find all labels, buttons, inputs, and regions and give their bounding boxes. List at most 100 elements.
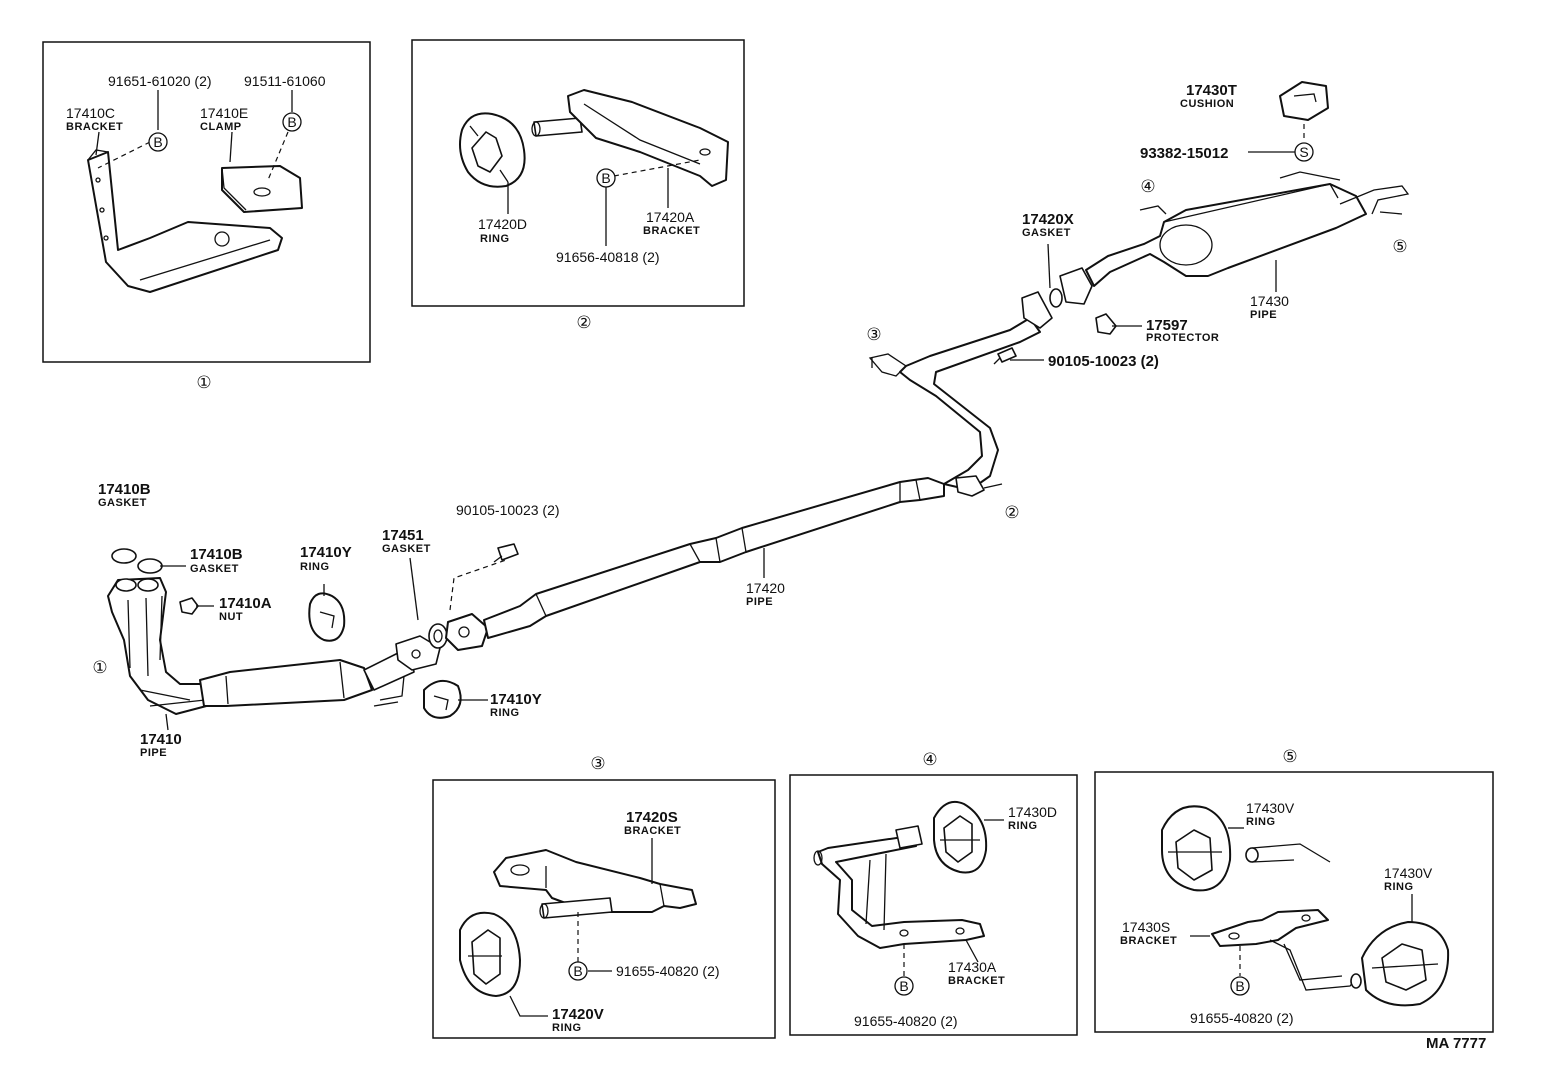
detail-box-2: B 17420D RING 17420A BRACKET 91656-40818…	[411, 39, 745, 307]
cushion-17430t-drawing	[1279, 81, 1329, 121]
detail-3-label: ③	[590, 754, 605, 773]
bolt-symbol-label: B	[1235, 978, 1244, 994]
bolt-symbol	[282, 112, 302, 132]
part-number-17410a: 17410A	[219, 595, 272, 612]
detail-frame	[42, 41, 371, 363]
part-number-17430t: 17430T	[1186, 82, 1237, 99]
part-number-91655-40820: 91655-40820 (2)	[1190, 1010, 1294, 1026]
bracket-17430a-drawing	[817, 835, 985, 949]
part-number-17410b: 17410B	[190, 546, 243, 563]
detail-box-5: B 17430V RING 17430V RING 17430S BRACKET…	[1094, 771, 1494, 1033]
part-name-gasket: GASKET	[382, 543, 431, 555]
detail-5-label: ⑤	[1282, 747, 1297, 766]
part-name-ring: RING	[1246, 816, 1276, 828]
bracket-17420a-drawing	[567, 89, 729, 187]
part-number-17420d: 17420D	[478, 216, 527, 232]
part-number-17430v: 17430V	[1384, 865, 1433, 881]
part-name-ring: RING	[552, 1022, 582, 1034]
detail-4-label: ④	[922, 750, 937, 769]
bracket-17420s-drawing	[493, 849, 697, 913]
nut-17410a-drawing	[179, 597, 199, 615]
detail-box-3: B 17420S BRACKET 91655-40820 (2) 17420V …	[432, 779, 776, 1039]
part-number-90105-10023: 90105-10023 (2)	[1048, 353, 1159, 370]
part-name-ring: RING	[300, 561, 330, 573]
detail-frame	[789, 774, 1078, 1036]
detail-frame	[411, 39, 745, 307]
part-name-bracket: BRACKET	[1120, 935, 1177, 947]
main-assembly: S 17410B GASKET 17410B GASKET 17410A NUT…	[92, 81, 1410, 759]
ring-17410y-drawing	[423, 679, 462, 719]
callout-detail-2: ②	[1004, 503, 1019, 522]
gasket-17410b-drawing	[137, 558, 163, 574]
detail-box-1: B B 91651-61020 (2) 91511-61060 17410C B…	[42, 41, 371, 363]
part-name-bracket: BRACKET	[948, 975, 1005, 987]
bolt-symbol	[894, 976, 914, 996]
part-name-clamp: CLAMP	[200, 121, 242, 133]
ring-17410y-drawing	[308, 592, 346, 642]
bolt-symbol	[148, 132, 168, 152]
detail-frame	[432, 779, 776, 1039]
bolt-symbol-label: B	[601, 170, 610, 186]
callout-detail-3: ③	[866, 325, 881, 344]
part-name-ring: RING	[480, 233, 510, 245]
detail-box-4: B 17430D RING 17430A BRACKET 91655-40820…	[789, 774, 1078, 1036]
callout-detail-4: ④	[1140, 177, 1155, 196]
screw-symbol-label: S	[1299, 144, 1308, 160]
part-name-pipe: PIPE	[746, 596, 773, 608]
bolt-symbol-label: B	[573, 963, 582, 979]
part-number-17430d: 17430D	[1008, 804, 1057, 820]
figure-code: MA 7777	[1426, 1035, 1486, 1052]
detail-1-label: ①	[196, 373, 211, 392]
part-number-91651-61020: 91651-61020 (2)	[108, 73, 212, 89]
part-number-17430a: 17430A	[948, 959, 997, 975]
detail-2-label: ②	[576, 313, 591, 332]
part-name-bracket: BRACKET	[624, 825, 681, 837]
part-name-ring: RING	[1008, 820, 1038, 832]
detail-frame	[1094, 771, 1494, 1033]
bracket-17410c-drawing	[87, 151, 283, 293]
part-number-17430v: 17430V	[1246, 800, 1295, 816]
part-number-17420s: 17420S	[626, 809, 678, 826]
part-number-17410y: 17410Y	[300, 544, 352, 561]
part-name-gasket: GASKET	[1022, 227, 1071, 239]
bolt-symbol	[596, 168, 616, 188]
part-number-17420x: 17420X	[1022, 211, 1074, 228]
part-name-nut: NUT	[219, 611, 243, 623]
part-number-17410y: 17410Y	[490, 691, 542, 708]
gasket-17451-drawing	[428, 623, 448, 649]
part-name-gasket: GASKET	[190, 563, 239, 575]
part-number-17451: 17451	[382, 527, 424, 544]
part-number-91655-40820: 91655-40820 (2)	[854, 1013, 958, 1029]
part-number-17420: 17420	[746, 580, 785, 596]
clamp-17410e-drawing	[221, 165, 303, 213]
part-name-pipe: PIPE	[1250, 309, 1277, 321]
screw-symbol	[1294, 142, 1314, 162]
part-number-93382-15012: 93382-15012	[1140, 145, 1228, 162]
part-number-91656-40818: 91656-40818 (2)	[556, 249, 660, 265]
bolt-symbol-label: B	[899, 978, 908, 994]
gasket-17410b-drawing	[111, 548, 137, 564]
part-name-bracket: BRACKET	[66, 121, 123, 133]
part-number-17430s: 17430S	[1122, 919, 1170, 935]
part-number-17420v: 17420V	[552, 1006, 604, 1023]
part-number-91655-40820: 91655-40820 (2)	[616, 963, 720, 979]
part-name-ring: RING	[490, 707, 520, 719]
bolt-symbol-label: B	[287, 114, 296, 130]
part-number-17430: 17430	[1250, 293, 1289, 309]
part-name-protector: PROTECTOR	[1146, 332, 1219, 344]
callout-detail-5: ⑤	[1392, 237, 1407, 256]
muffler-17430-drawing	[1085, 183, 1367, 287]
callout-detail-1: ①	[92, 658, 107, 677]
part-name-gasket: GASKET	[98, 497, 147, 509]
part-number-91511-61060: 91511-61060	[244, 73, 326, 89]
part-number-17597: 17597	[1146, 317, 1188, 334]
bolt-symbol-label: B	[153, 134, 162, 150]
part-name-bracket: BRACKET	[643, 225, 700, 237]
part-number-17410: 17410	[140, 731, 182, 748]
part-number-17410b: 17410B	[98, 481, 151, 498]
part-number-17410e: 17410E	[200, 105, 248, 121]
bracket-17430s-drawing	[1211, 909, 1329, 947]
bolt-symbol	[568, 961, 588, 981]
part-number-90105-10023: 90105-10023 (2)	[456, 502, 560, 518]
